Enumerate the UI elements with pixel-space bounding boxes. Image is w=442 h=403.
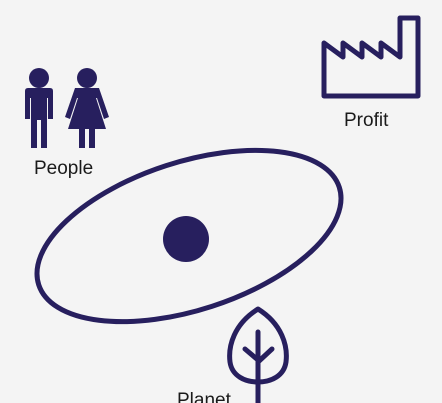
orbit-ellipse — [34, 147, 344, 325]
factory-icon — [321, 15, 421, 99]
planet-label: Planet — [177, 390, 231, 403]
center-dot — [163, 216, 209, 262]
tree-icon — [227, 306, 289, 403]
people-label: People — [34, 158, 94, 179]
profit-label: Profit — [344, 110, 389, 131]
people-icon — [25, 68, 109, 148]
